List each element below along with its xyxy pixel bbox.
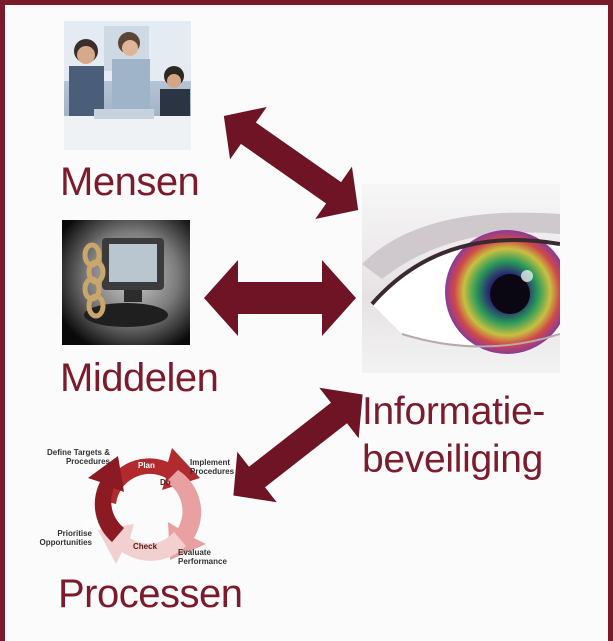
pdca-evaluate-label: Evaluate Performance bbox=[178, 548, 227, 566]
double-arrow-middelen bbox=[204, 260, 356, 336]
mensen-label: Mensen bbox=[60, 160, 200, 204]
pdca-act-label: Act bbox=[85, 518, 98, 527]
double-arrow-mensen bbox=[223, 106, 359, 220]
pdca-check-segment bbox=[98, 524, 186, 564]
pdca-define-label: Define Targets & Procedures bbox=[47, 448, 110, 466]
informatie-line1: Informatie- bbox=[362, 390, 546, 433]
people-photo-icon bbox=[64, 21, 191, 150]
middelen-label: Middelen bbox=[60, 356, 219, 400]
eye-photo-icon bbox=[362, 184, 560, 373]
computer-security-photo-icon bbox=[62, 220, 190, 345]
pdca-plan-label: Plan bbox=[138, 461, 155, 470]
pdca-act-segment bbox=[88, 456, 124, 542]
pdca-plan-segment bbox=[100, 448, 200, 504]
processen-label: Processen bbox=[58, 572, 243, 616]
double-arrow-processen bbox=[233, 387, 363, 503]
people-meeting-photo bbox=[64, 21, 191, 150]
pdca-prioritise-label: Prioritise Opportunities bbox=[39, 529, 92, 547]
pdca-cycle-diagram-icon bbox=[88, 448, 206, 564]
pdca-do-label: Do bbox=[160, 478, 171, 487]
informatiebeveiliging-label: Informatie- beveiliging bbox=[362, 388, 545, 484]
eye-photo bbox=[362, 184, 560, 373]
computer-chain-photo bbox=[62, 220, 190, 345]
pdca-check-label: Check bbox=[133, 542, 158, 551]
informatie-line2: beveiliging bbox=[362, 438, 543, 481]
pdca-implement-label: Implement Procedures bbox=[190, 458, 235, 476]
